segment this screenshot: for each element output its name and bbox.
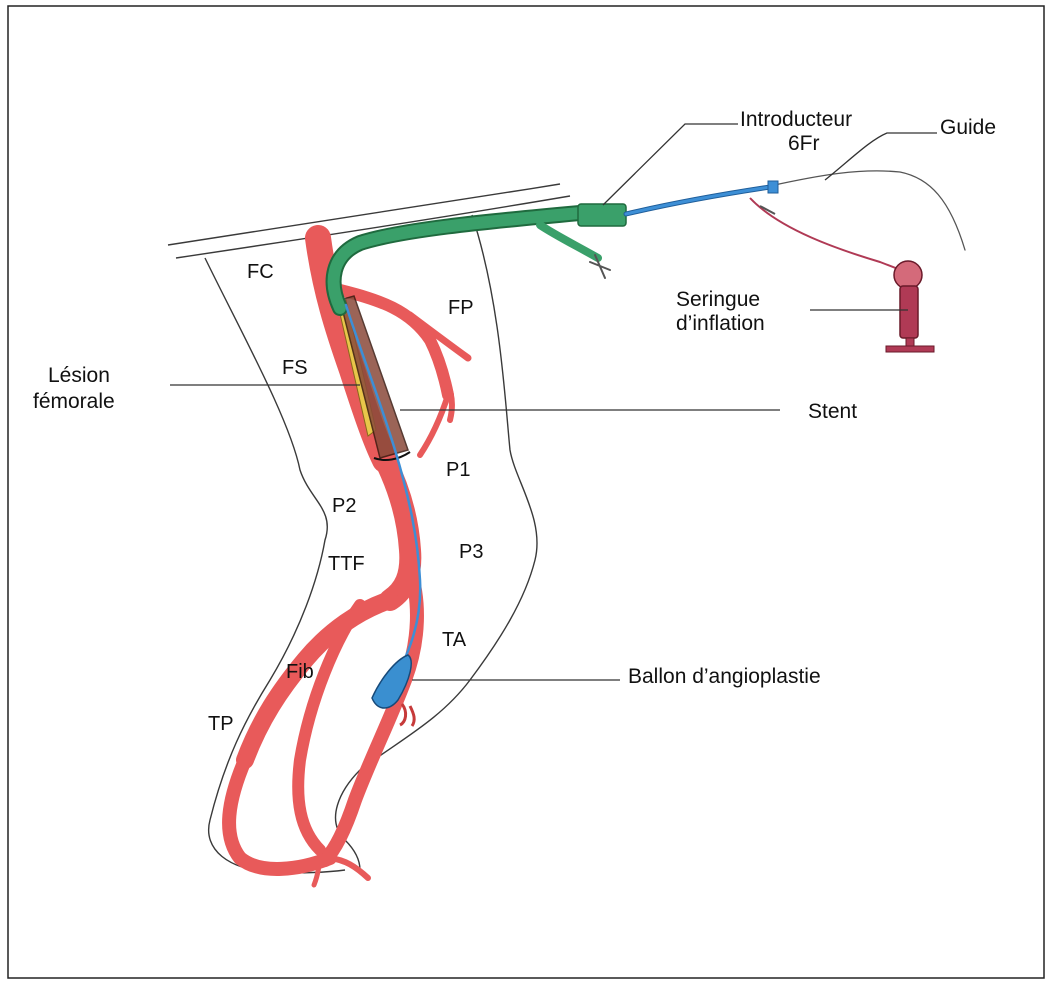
angioplasty-balloon (372, 655, 411, 708)
inflation-syringe (750, 198, 934, 352)
label-stent: Stent (808, 400, 857, 423)
label-introducteur: Introducteur (740, 108, 852, 131)
label-ballon: Ballon d’angioplastie (628, 665, 821, 688)
label-fc: FC (247, 261, 274, 283)
label-ta: TA (442, 629, 467, 651)
label-guide: Guide (940, 116, 996, 139)
label-femorale: fémorale (33, 390, 115, 413)
label-ttf: TTF (328, 553, 365, 575)
label-p2: P2 (332, 495, 356, 517)
sheath-catheter (334, 204, 626, 308)
label-p1: P1 (446, 459, 470, 481)
label-seringue: Seringue (676, 288, 760, 311)
label-tp: TP (208, 713, 234, 735)
label-lesion: Lésion (48, 364, 110, 387)
label-fib: Fib (286, 661, 314, 683)
label-fp: FP (448, 297, 474, 319)
label-fs: FS (282, 357, 308, 379)
labels: Introducteur 6Fr Guide Seringue d’inflat… (33, 108, 996, 735)
label-introducteur-size: 6Fr (788, 132, 820, 155)
label-inflation: d’inflation (676, 312, 765, 335)
label-p3: P3 (459, 541, 483, 563)
page-border (8, 6, 1044, 978)
